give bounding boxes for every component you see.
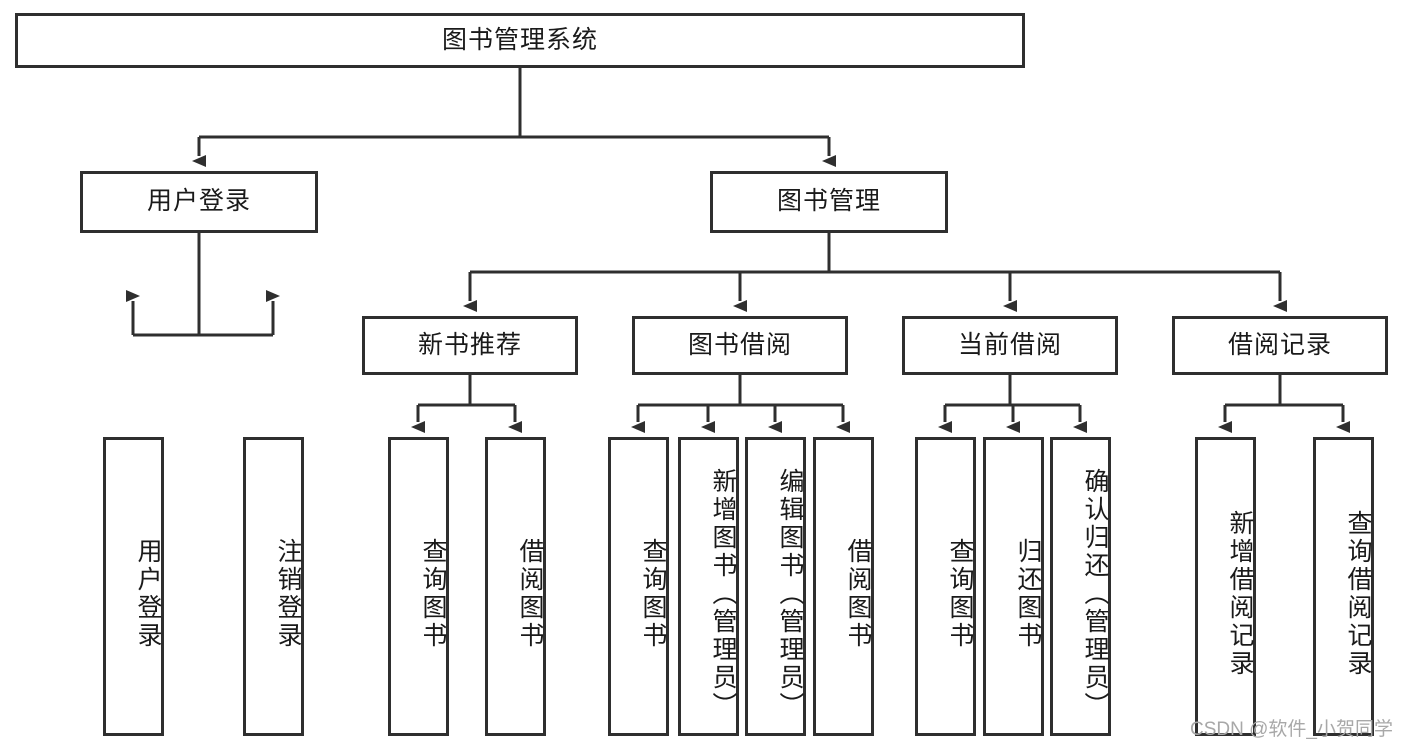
node-label: 用户登录	[146, 187, 251, 216]
node-label: 注销登录	[274, 537, 302, 650]
node-label: 新书推荐	[417, 330, 522, 359]
node-label: 查询借阅记录	[1344, 509, 1372, 678]
node-label: 用户登录	[134, 537, 162, 650]
node-label: 新增图书（管理员）	[709, 467, 737, 720]
node-book-borrow[interactable]: 图书借阅	[632, 316, 848, 375]
node-leaf-add-record[interactable]: 新增借阅记录	[1195, 437, 1256, 736]
node-label: 新增借阅记录	[1226, 509, 1254, 678]
node-leaf-logout[interactable]: 注销登录	[243, 437, 304, 736]
node-leaf-confirm-ret[interactable]: 确认归还（管理员）	[1050, 437, 1111, 736]
node-label: 借阅图书	[844, 537, 872, 650]
node-borrow-records[interactable]: 借阅记录	[1172, 316, 1388, 375]
node-leaf-borrow-book-2[interactable]: 借阅图书	[813, 437, 874, 736]
node-label: 查询图书	[946, 537, 974, 650]
node-leaf-user-login[interactable]: 用户登录	[103, 437, 164, 736]
node-label: 编辑图书（管理员）	[776, 467, 804, 720]
node-leaf-add-book[interactable]: 新增图书（管理员）	[678, 437, 739, 736]
node-label: 借阅图书	[516, 537, 544, 650]
node-leaf-return-book[interactable]: 归还图书	[983, 437, 1044, 736]
node-label: 查询图书	[639, 537, 667, 650]
node-leaf-edit-book[interactable]: 编辑图书（管理员）	[745, 437, 806, 736]
node-root[interactable]: 图书管理系统	[15, 13, 1025, 68]
node-leaf-query-record[interactable]: 查询借阅记录	[1313, 437, 1374, 736]
node-label: 图书管理	[776, 187, 881, 216]
node-leaf-query-book-3[interactable]: 查询图书	[915, 437, 976, 736]
node-book-manage[interactable]: 图书管理	[710, 171, 948, 233]
csdn-watermark: CSDN @软件_小贺同学	[1190, 719, 1393, 740]
node-label: 归还图书	[1014, 537, 1042, 650]
node-label: 借阅记录	[1227, 330, 1332, 359]
node-leaf-query-book-1[interactable]: 查询图书	[388, 437, 449, 736]
node-label: 图书管理系统	[441, 25, 598, 54]
node-user-login[interactable]: 用户登录	[80, 171, 318, 233]
node-label: 当前借阅	[957, 330, 1062, 359]
node-leaf-borrow-book-1[interactable]: 借阅图书	[485, 437, 546, 736]
node-label: 查询图书	[419, 537, 447, 650]
node-label: 图书借阅	[687, 330, 792, 359]
node-label: 确认归还（管理员）	[1081, 467, 1109, 720]
node-current-borrow[interactable]: 当前借阅	[902, 316, 1118, 375]
node-new-book-rec[interactable]: 新书推荐	[362, 316, 578, 375]
node-leaf-query-book-2[interactable]: 查询图书	[608, 437, 669, 736]
